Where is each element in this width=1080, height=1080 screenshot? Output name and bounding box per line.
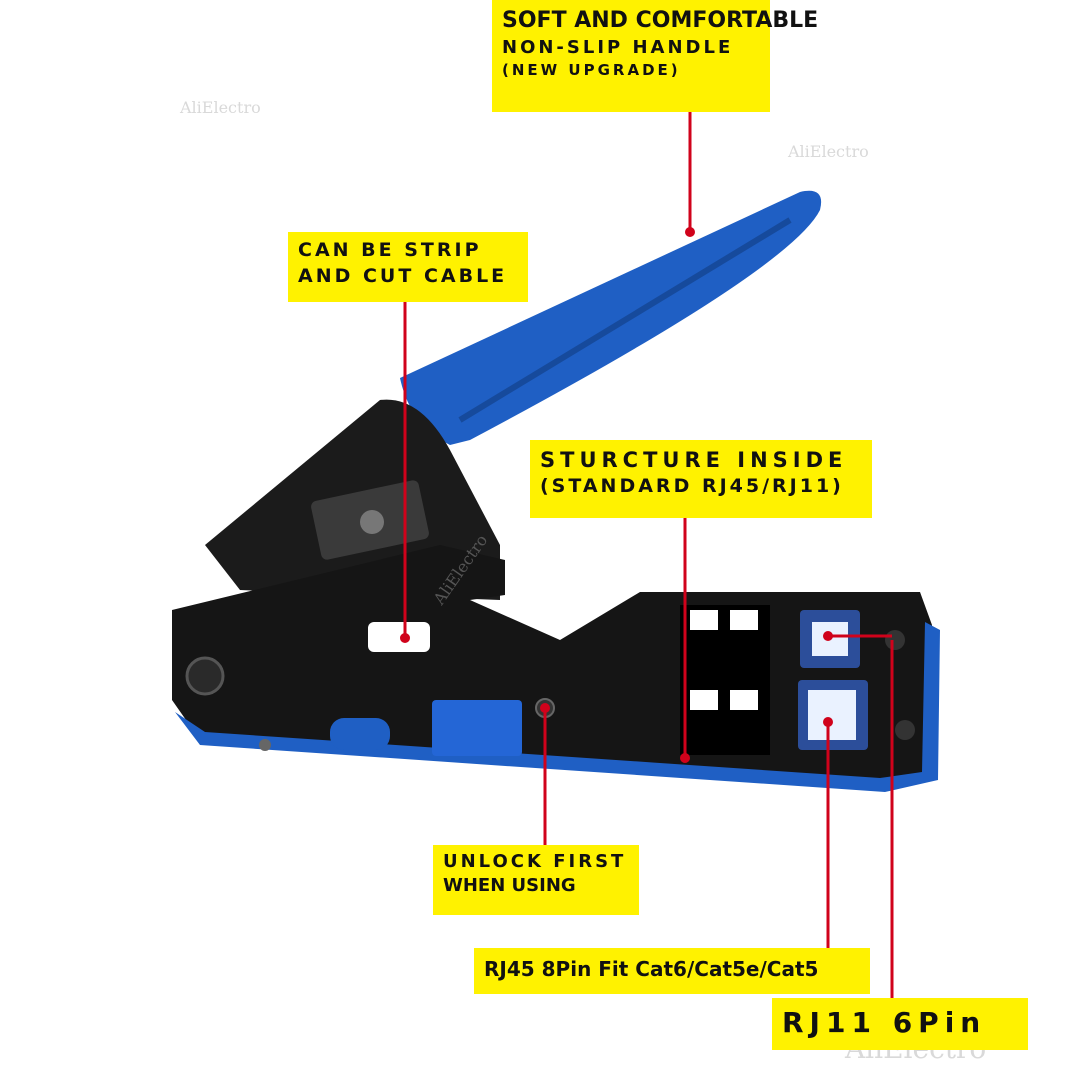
- watermark: AliElectro: [180, 98, 261, 117]
- watermark: AliElectro: [788, 142, 869, 161]
- callout-structure: STURCTURE INSIDE (STANDARD RJ45/RJ11): [530, 440, 872, 518]
- blue-slider: [432, 700, 522, 756]
- callout-rj45-text: RJ45 8Pin Fit Cat6/Cat5e/Cat5: [484, 957, 819, 981]
- pointer-lines: [403, 110, 894, 1000]
- callout-handle-line3: (NEW UPGRADE): [502, 60, 681, 79]
- callout-handle-line1: SOFT AND COMFORTABLE: [502, 8, 819, 33]
- callout-strip-line2: AND CUT CABLE: [298, 264, 508, 287]
- callout-structure-line2: (STANDARD RJ45/RJ11): [540, 475, 844, 498]
- callout-strip-line1: CAN BE STRIP: [298, 239, 482, 261]
- callout-unlock-line1: UNLOCK FIRST: [443, 851, 627, 872]
- blade-screw: [360, 510, 384, 534]
- callout-strip-cut: CAN BE STRIP AND CUT CABLE: [288, 232, 528, 302]
- blue-lock-button: [330, 718, 390, 750]
- callout-rj11: RJ11 6Pin: [772, 998, 1028, 1050]
- callout-rj11-text: RJ11 6Pin: [782, 1006, 987, 1039]
- callout-rj45: RJ45 8Pin Fit Cat6/Cat5e/Cat5: [474, 948, 870, 994]
- pivot-bolt: [185, 656, 225, 696]
- strip-slot: [368, 622, 430, 652]
- callout-unlock-line2: WHEN USING: [443, 875, 576, 897]
- callout-structure-line1: STURCTURE INSIDE: [540, 448, 848, 472]
- callout-handle: SOFT AND COMFORTABLE NON-SLIP HANDLE (NE…: [492, 0, 819, 112]
- callout-unlock: UNLOCK FIRST WHEN USING: [433, 845, 639, 915]
- callout-handle-line2: NON-SLIP HANDLE: [502, 36, 734, 58]
- blue-grip-handle: [400, 190, 822, 445]
